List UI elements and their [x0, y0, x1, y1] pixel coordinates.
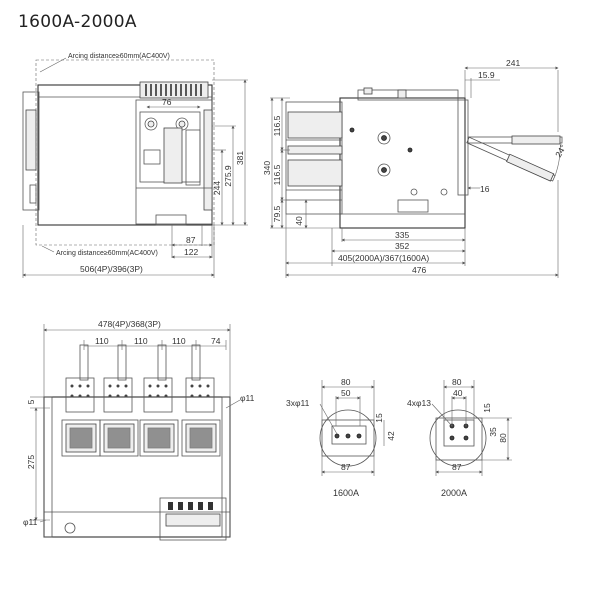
dim-116-5-bottom: 116.5: [272, 164, 282, 185]
dim-16: 16: [480, 184, 490, 194]
pole-1: [61, 344, 101, 457]
dim-110-a: 110: [95, 336, 109, 346]
arcing-zone: [35, 59, 215, 246]
front-view: 76 244 275.9 381 87 122 Arcing distance≥…: [22, 53, 248, 278]
t2000-dim-80-vertical: 80: [498, 433, 508, 443]
dim-110-b: 110: [134, 336, 148, 346]
dim-122: 122: [184, 247, 198, 257]
dim-381: 381: [235, 151, 245, 165]
dim-40: 40: [294, 216, 304, 226]
dim-rear-width: 478(4P)/368(3P): [98, 319, 161, 329]
page-title: 1600A-2000A: [18, 12, 137, 32]
hole-callout-bottom: φ11: [23, 517, 38, 527]
dim-335: 335: [395, 230, 409, 240]
t1600-dim-50: 50: [341, 388, 351, 398]
dim-405-367: 405(2000A)/367(1600A): [338, 253, 429, 263]
dim-5: 5: [26, 399, 36, 404]
terminal-1600a: 80 50 15 42 87 3xφ11 1600A: [286, 377, 396, 498]
t2000-dim-80: 80: [452, 377, 462, 387]
t1600-dim-80: 80: [341, 377, 351, 387]
t1600-dim-15: 15: [374, 413, 384, 423]
dim-24-deg: 24°: [553, 143, 568, 159]
rear-terminal-strip: [159, 497, 227, 541]
dim-476: 476: [412, 265, 426, 275]
t1600-dim-42: 42: [386, 431, 396, 441]
dim-275-9: 275.9: [223, 165, 233, 187]
arcing-distance-top: Arcing distance≥60mm(AC400V): [68, 53, 170, 60]
dim-87: 87: [186, 235, 196, 245]
terminal-2000a: 80 40 15 35 80 87 4xφ13 2000A: [407, 377, 512, 498]
dim-244: 244: [212, 181, 222, 195]
side-view: 24° 241 15.9 16 340 116.5 116.5 79.5 40: [262, 58, 568, 278]
dim-76: 76: [162, 97, 172, 107]
dim-front-width: 506(4P)/396(3P): [80, 264, 143, 274]
t2000-dim-15: 15: [482, 403, 492, 413]
t2000-holes: 4xφ13: [407, 398, 431, 408]
dim-241: 241: [506, 58, 520, 68]
t2000-caption: 2000A: [441, 488, 467, 498]
t2000-dim-40: 40: [453, 388, 463, 398]
dim-74: 74: [211, 336, 221, 346]
dim-116-5-top: 116.5: [272, 115, 282, 136]
pole-3: [139, 344, 179, 457]
t2000-dim-87: 87: [452, 462, 462, 472]
rear-view: 478(4P)/368(3P) 110 110 110 74 5 275 φ11…: [23, 319, 255, 541]
dim-79-5: 79.5: [272, 205, 282, 222]
hole-callout-top: φ11: [240, 393, 255, 403]
arcing-distance-bottom: Arcing distance≥60mm(AC400V): [56, 250, 158, 257]
dim-340: 340: [262, 161, 272, 175]
dim-352: 352: [395, 241, 409, 251]
t1600-dim-87: 87: [341, 462, 351, 472]
pole-4: [181, 344, 221, 457]
dim-110-c: 110: [172, 336, 186, 346]
pole-2: [99, 344, 139, 457]
dim-275: 275: [26, 455, 36, 469]
dim-15-9: 15.9: [478, 70, 495, 80]
t1600-holes: 3xφ11: [286, 398, 310, 408]
t2000-dim-35: 35: [488, 427, 498, 437]
side-body: [339, 97, 466, 229]
t1600-caption: 1600A: [333, 488, 359, 498]
